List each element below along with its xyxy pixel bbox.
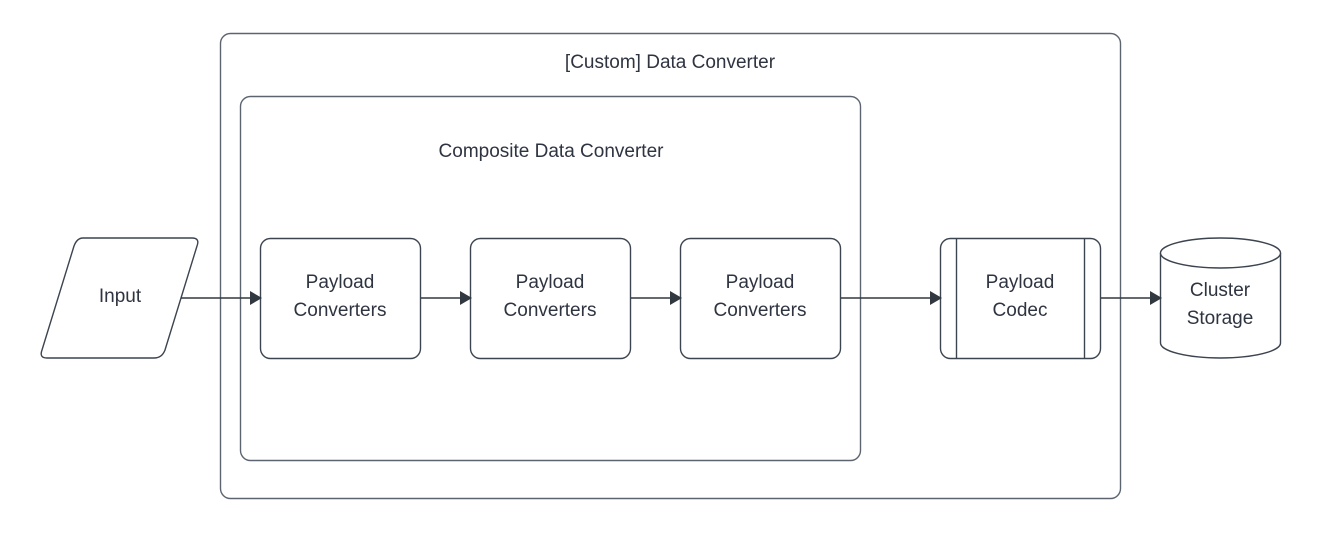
node-input[interactable]: Input xyxy=(40,237,199,359)
edge-input-to-payload-converters-1 xyxy=(181,291,262,305)
payload-converters-3-label-line2: Converters xyxy=(714,300,807,321)
edge-input-to-pc1-arrowhead xyxy=(250,291,262,305)
edge-pc2-to-pc3-arrowhead xyxy=(670,291,682,305)
edge-payload-converters-3-to-codec xyxy=(841,291,942,305)
cluster-storage-cylinder-body[interactable] xyxy=(1159,237,1282,359)
node-payload-codec[interactable]: Payload Codec xyxy=(939,237,1102,360)
payload-converters-1-box[interactable] xyxy=(259,237,422,360)
node-payload-converters-2[interactable]: Payload Converters xyxy=(469,237,632,360)
custom-data-converter-title: [Custom] Data Converter xyxy=(565,52,776,73)
node-cluster-storage[interactable]: Cluster Storage xyxy=(1159,237,1282,359)
payload-converters-2-label-line1: Payload xyxy=(516,272,585,293)
cluster-storage-label-line2: Storage xyxy=(1187,308,1254,329)
payload-codec-box[interactable] xyxy=(939,237,1102,360)
edge-payload-converters-1-to-2 xyxy=(421,291,472,305)
edge-codec-to-cluster-storage xyxy=(1101,291,1162,305)
composite-data-converter-title: Composite Data Converter xyxy=(439,141,665,162)
payload-converters-1-label-line2: Converters xyxy=(294,300,387,321)
edge-pc1-to-pc2-arrowhead xyxy=(460,291,472,305)
payload-converters-3-label-line1: Payload xyxy=(726,272,795,293)
payload-converters-2-label-line2: Converters xyxy=(504,300,597,321)
cluster-storage-cylinder-top xyxy=(1159,252,1282,269)
input-parallelogram[interactable] xyxy=(40,237,199,359)
payload-converters-1-label-line1: Payload xyxy=(306,272,375,293)
input-label: Input xyxy=(99,286,142,307)
edge-payload-converters-2-to-3 xyxy=(631,291,682,305)
payload-codec-label-line1: Payload xyxy=(986,272,1055,293)
payload-converters-3-box[interactable] xyxy=(679,237,842,360)
edge-pc3-to-codec-arrowhead xyxy=(930,291,942,305)
payload-codec-label-line2: Codec xyxy=(993,300,1048,321)
payload-converters-2-box[interactable] xyxy=(469,237,632,360)
node-payload-converters-1[interactable]: Payload Converters xyxy=(259,237,422,360)
cluster-storage-label-line1: Cluster xyxy=(1190,280,1251,301)
node-payload-converters-3[interactable]: Payload Converters xyxy=(679,237,842,360)
edge-codec-to-storage-arrowhead xyxy=(1150,291,1162,305)
